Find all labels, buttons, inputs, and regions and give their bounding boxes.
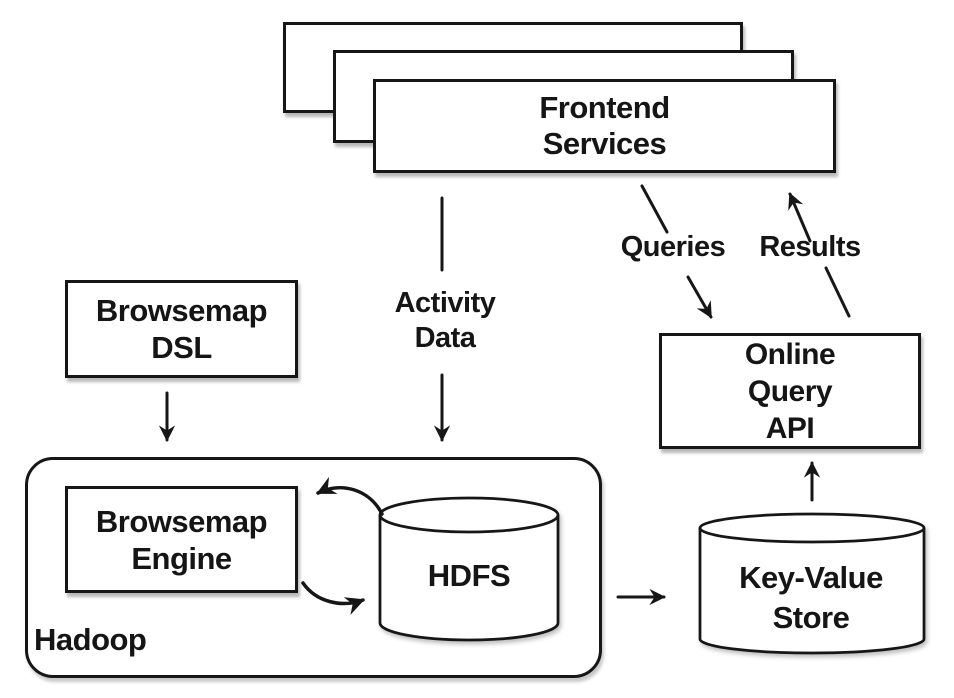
- key-value-store-label-line2: Store: [772, 600, 850, 635]
- online-query-api-label-line3: API: [765, 411, 815, 445]
- edge-frontend-to-queries-label: [640, 184, 669, 234]
- edge-queries-label-to-api-arrow: [686, 275, 713, 319]
- frontend-services-node: Frontend Services: [373, 79, 836, 173]
- browsemap-engine-node: Browsemap Engine: [65, 486, 298, 593]
- activity-data-edge-label: Activity Data: [383, 286, 507, 356]
- browsemap-dsl-label-line2: DSL: [151, 330, 212, 365]
- browsemap-engine-label-line2: Engine: [131, 540, 232, 576]
- activity-data-label-line1: Activity: [394, 287, 496, 319]
- online-query-api-label-line1: Online: [744, 337, 836, 371]
- activity-data-label-line2: Data: [414, 322, 476, 354]
- browsemap-engine-label-line1: Browsemap: [95, 503, 268, 539]
- browsemap-dsl-label-line1: Browsemap: [95, 293, 268, 328]
- results-edge-label: Results: [759, 231, 861, 263]
- hadoop-container-label: Hadoop: [34, 622, 147, 657]
- queries-edge-label: Queries: [620, 231, 726, 263]
- online-query-api-node: Online Query API: [659, 333, 921, 449]
- browsemap-dsl-node: Browsemap DSL: [65, 280, 298, 378]
- edge-api-to-results-label: [824, 266, 851, 318]
- online-query-api-label-line2: Query: [747, 374, 833, 408]
- key-value-store-label: Key-Value Store: [698, 558, 924, 638]
- frontend-services-label-line1: Frontend: [539, 90, 670, 125]
- hdfs-label: HDFS: [427, 558, 511, 593]
- key-value-store-label-line1: Key-Value: [739, 560, 883, 595]
- frontend-services-label-line2: Services: [542, 126, 667, 161]
